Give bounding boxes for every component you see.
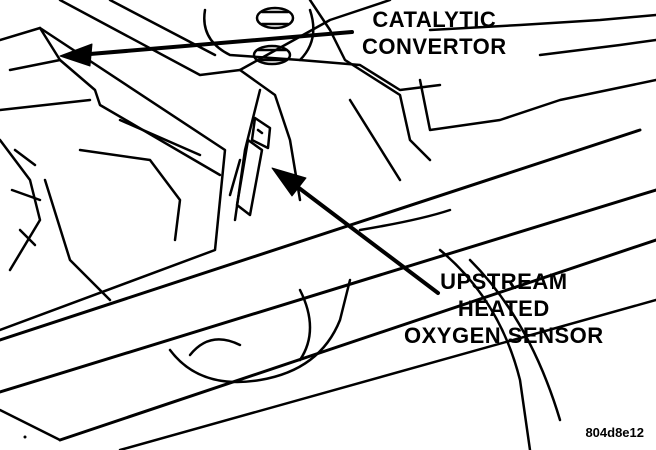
catalytic-arrowhead (59, 43, 93, 67)
converter-flange (203, 6, 442, 92)
sensor-arrowhead (271, 167, 307, 197)
o2-label-line-1: UPSTREAM (440, 269, 568, 294)
figure-id: 804d8e12 (585, 425, 644, 440)
frame-rail (0, 26, 227, 332)
sensor-leader (293, 183, 440, 295)
o2-label-line-2: HEATED (457, 296, 550, 321)
catalytic-convertor-label: CATALYTIC CONVERTOR (362, 6, 507, 60)
catalytic-label-line-1: CATALYTIC (372, 7, 497, 32)
exhaust-pipe (0, 128, 656, 450)
o2-label-line-3: OXYGEN SENSOR (404, 323, 604, 348)
speck (23, 435, 27, 439)
lower-tank (0, 208, 562, 450)
oxygen-sensor (228, 116, 272, 217)
right-structure (308, 0, 656, 182)
catalytic-label-line-2: CONVERTOR (362, 34, 507, 59)
oxygen-sensor-label: UPSTREAM HEATED OXYGEN SENSOR (404, 268, 604, 349)
catalytic-leader (88, 30, 354, 56)
leader-arrows (59, 30, 440, 295)
